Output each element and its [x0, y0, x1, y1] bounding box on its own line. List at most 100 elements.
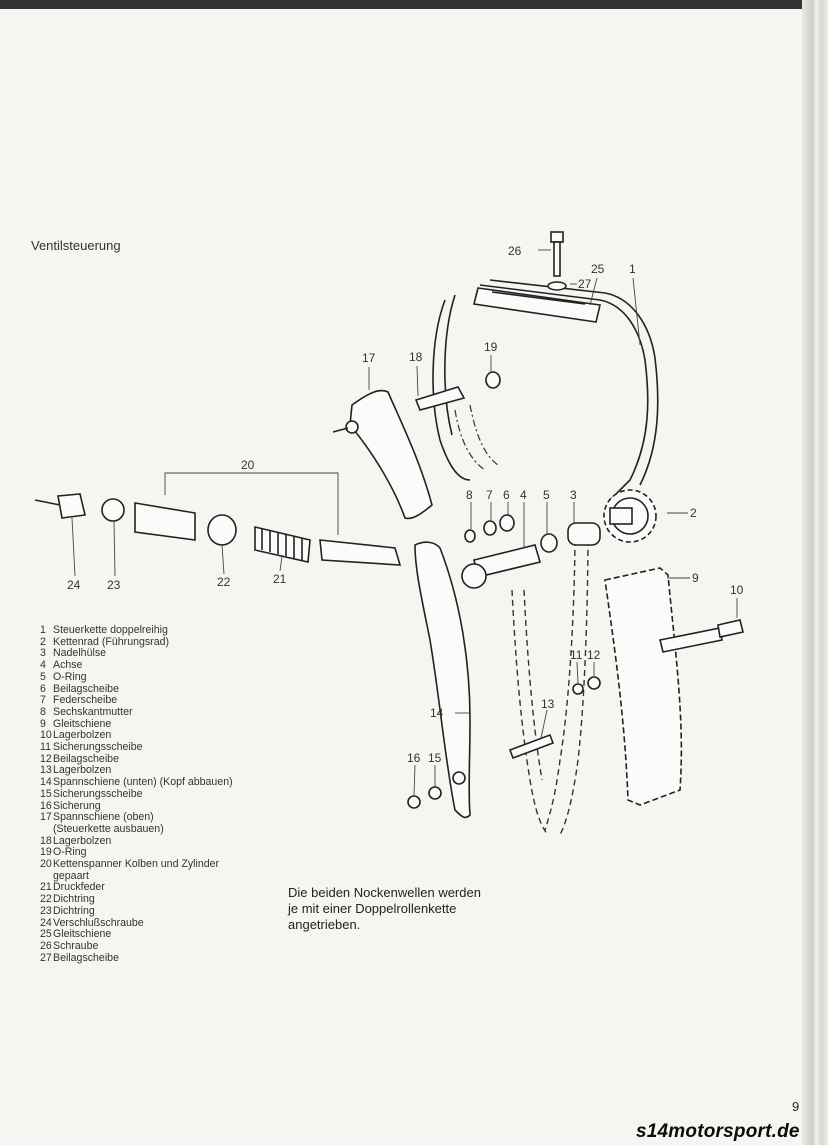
legend-text: Beilagscheibe [53, 752, 119, 765]
legend-text: Federscheibe [53, 694, 118, 707]
legend-number: 21 [40, 881, 52, 894]
callout-16: 16 [407, 751, 421, 765]
legend-item: 6 Beilagscheibe [40, 682, 290, 696]
callout-numbers: 26 27 25 1 2 9 10 17 18 19 20 8 7 6 4 5 … [67, 244, 744, 765]
legend-item: (Steuerkette ausbauen) [40, 823, 290, 836]
legend-number: 22 [40, 893, 52, 906]
legend-text: Achse [53, 659, 83, 672]
section-title: Ventilsteuerung [31, 238, 121, 253]
legend-number: 24 [40, 916, 52, 929]
legend-item: 4 Achse [40, 659, 290, 672]
legend-text: Steuerkette doppelreihig [53, 624, 168, 636]
legend-text: Gleitschiene [53, 928, 112, 941]
callout-4: 4 [520, 488, 527, 502]
legend-text: Sechskantmutter [53, 705, 133, 718]
legend-number: 25 [40, 928, 52, 941]
callout-19: 19 [484, 340, 498, 354]
callout-14: 14 [430, 706, 444, 720]
legend-text: Sicherungsscheibe [53, 787, 143, 800]
legend-text: Dichtring [53, 904, 95, 917]
callout-24: 24 [67, 578, 81, 592]
page-number: 9 [792, 1099, 800, 1114]
legend-text: Verschlußschraube [53, 916, 144, 929]
legend-number: 11 [40, 741, 51, 754]
legend-text: Beilagscheibe [53, 682, 119, 695]
legend-text: Beilagscheibe [53, 951, 119, 964]
leader-lines [71, 249, 738, 796]
legend-number: 19 [40, 846, 52, 859]
legend-number: 2 [40, 635, 46, 648]
callout-7: 7 [486, 488, 493, 502]
legend-number: 13 [40, 764, 52, 777]
legend-item: gepaart [40, 869, 290, 883]
legend-number: 7 [40, 694, 46, 707]
callout-10: 10 [730, 583, 744, 597]
legend-number: 16 [40, 799, 52, 812]
legend-text: Spannschiene (oben) [53, 811, 154, 824]
legend-number: 18 [40, 834, 52, 847]
legend-text: Lagerbolzen [53, 729, 112, 742]
legend-text: gepaart [53, 869, 89, 882]
legend-number: 10 [40, 729, 52, 742]
legend-text: Kettenspanner Kolben und Zylinder [53, 858, 220, 871]
legend-text: Nadelhülse [53, 647, 107, 660]
lower-tension-rail [407, 541, 555, 819]
legend-text: Sicherung [53, 799, 101, 812]
legend-number: 26 [40, 939, 52, 952]
callout-8: 8 [466, 488, 473, 502]
caption-line: je mit einer Doppelrollenkette [288, 901, 457, 916]
legend-number: 23 [40, 904, 52, 917]
legend-item: 8 Sechskantmutter [40, 705, 290, 719]
legend-text: Schraube [53, 939, 99, 952]
legend-number [40, 824, 53, 836]
legend-number: 3 [40, 647, 46, 660]
upper-guide-rail [473, 287, 601, 323]
sprocket [603, 489, 657, 543]
legend-number: 1 [40, 624, 46, 636]
callout-25: 25 [591, 262, 605, 276]
legend-number: 12 [40, 752, 52, 765]
legend-number: 14 [40, 776, 52, 789]
scan-right-edge [802, 0, 828, 1145]
legend-number: 15 [40, 787, 52, 800]
legend-text: Lagerbolzen [53, 764, 112, 777]
legend-text: Sicherungsscheibe [53, 741, 143, 754]
bolt-and-washer [547, 231, 567, 291]
legend-number: 5 [40, 670, 46, 683]
legend-number: 6 [40, 682, 46, 695]
legend-number: 8 [40, 705, 46, 718]
callout-20: 20 [241, 458, 255, 472]
callout-15: 15 [428, 751, 442, 765]
timing-chain [432, 279, 659, 836]
legend-item: 3 Nadelhülse [40, 648, 290, 660]
legend-number: 17 [40, 811, 52, 824]
callout-3: 3 [570, 488, 577, 502]
callout-18: 18 [409, 350, 423, 364]
callout-9: 9 [692, 571, 699, 585]
legend-item: 1 Steuerkette doppelreihig [40, 624, 290, 637]
callout-26: 26 [508, 244, 522, 258]
legend-number: 4 [40, 659, 46, 672]
legend-text: Dichtring [53, 893, 95, 906]
callout-6: 6 [503, 488, 510, 502]
upper-tension-rail [332, 371, 501, 520]
